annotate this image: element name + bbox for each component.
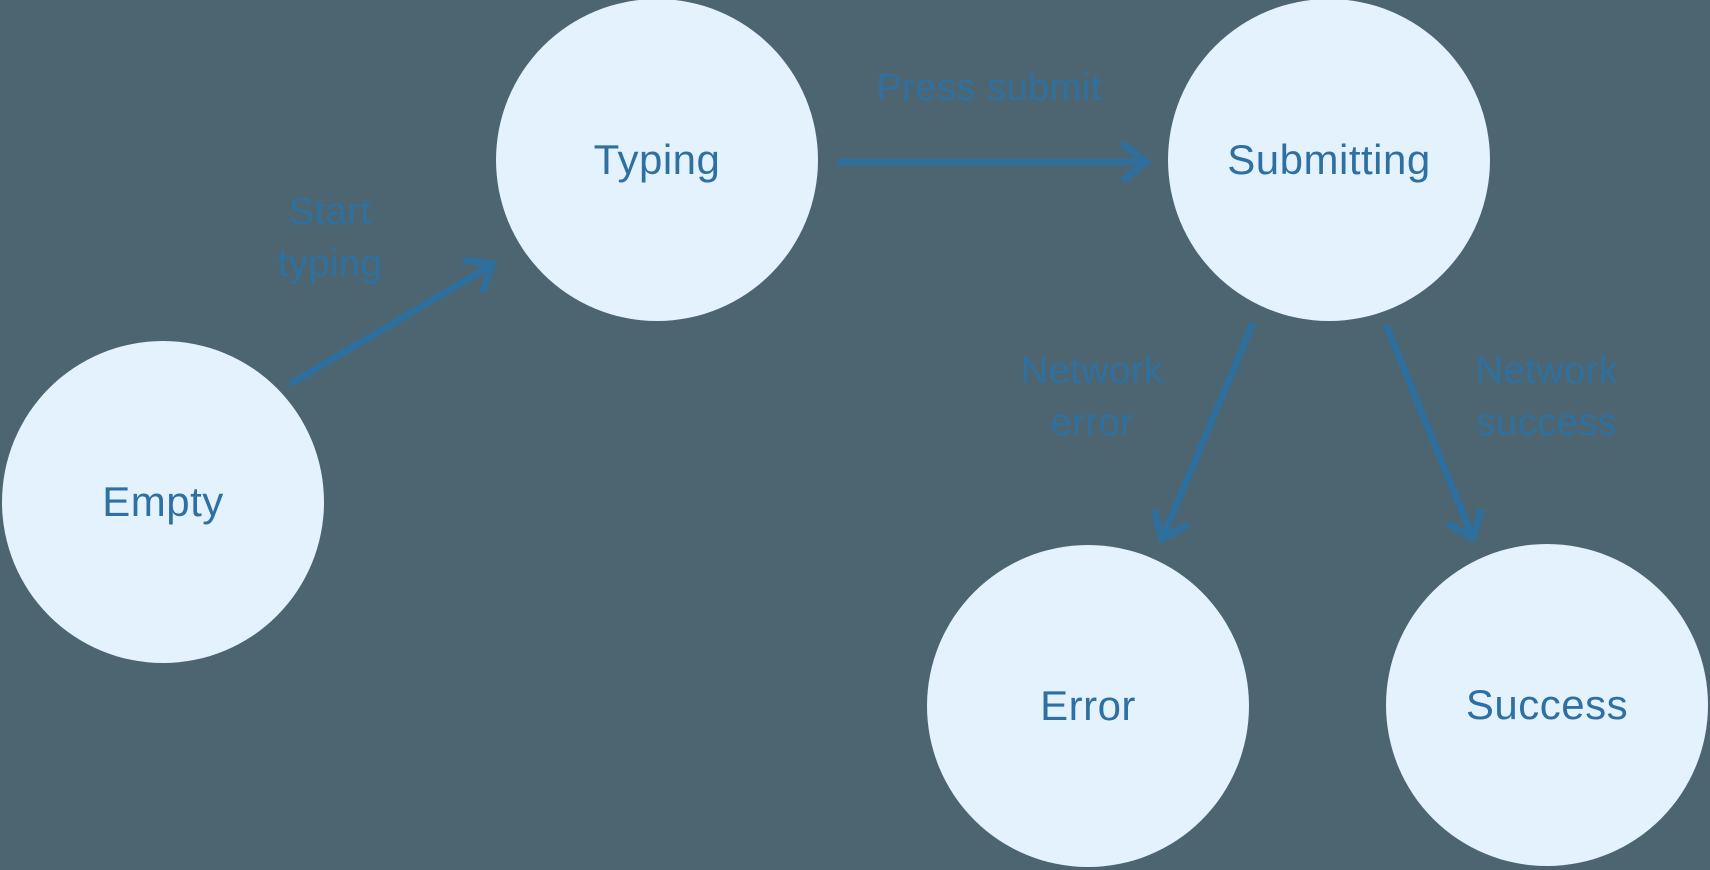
- state-label-empty: Empty: [102, 478, 224, 525]
- state-node-typing: Typing: [496, 0, 818, 321]
- transition-label-line: Press submit: [876, 67, 1102, 109]
- transition-label-network-success: Network success: [1476, 345, 1619, 449]
- state-label-typing: Typing: [593, 136, 721, 183]
- state-label-success: Success: [1465, 681, 1629, 728]
- state-node-empty: Empty: [2, 341, 324, 663]
- arrow-submitting-to-error: [1150, 321, 1257, 545]
- transition-label-line: Network: [1475, 350, 1619, 392]
- transition-label-line: Start: [288, 191, 372, 233]
- arrow-submitting-to-success: [1382, 323, 1485, 544]
- arrow-typing-to-submitting: [837, 140, 1152, 184]
- transition-label-line: success: [1476, 402, 1618, 444]
- transition-label-start-typing: Start typing: [278, 186, 382, 290]
- transition-label-network-error: Network error: [1021, 345, 1164, 449]
- transition-label-press-submit: Press submit: [876, 62, 1102, 114]
- state-label-submitting: Submitting: [1227, 136, 1431, 183]
- transition-label-line: typing: [277, 243, 383, 285]
- transition-label-line: Network: [1020, 350, 1164, 392]
- state-node-submitting: Submitting: [1168, 0, 1490, 321]
- state-label-error: Error: [1040, 682, 1136, 729]
- state-node-error: Error: [927, 545, 1249, 867]
- state-node-success: Success: [1386, 544, 1708, 866]
- transition-label-line: error: [1050, 402, 1134, 444]
